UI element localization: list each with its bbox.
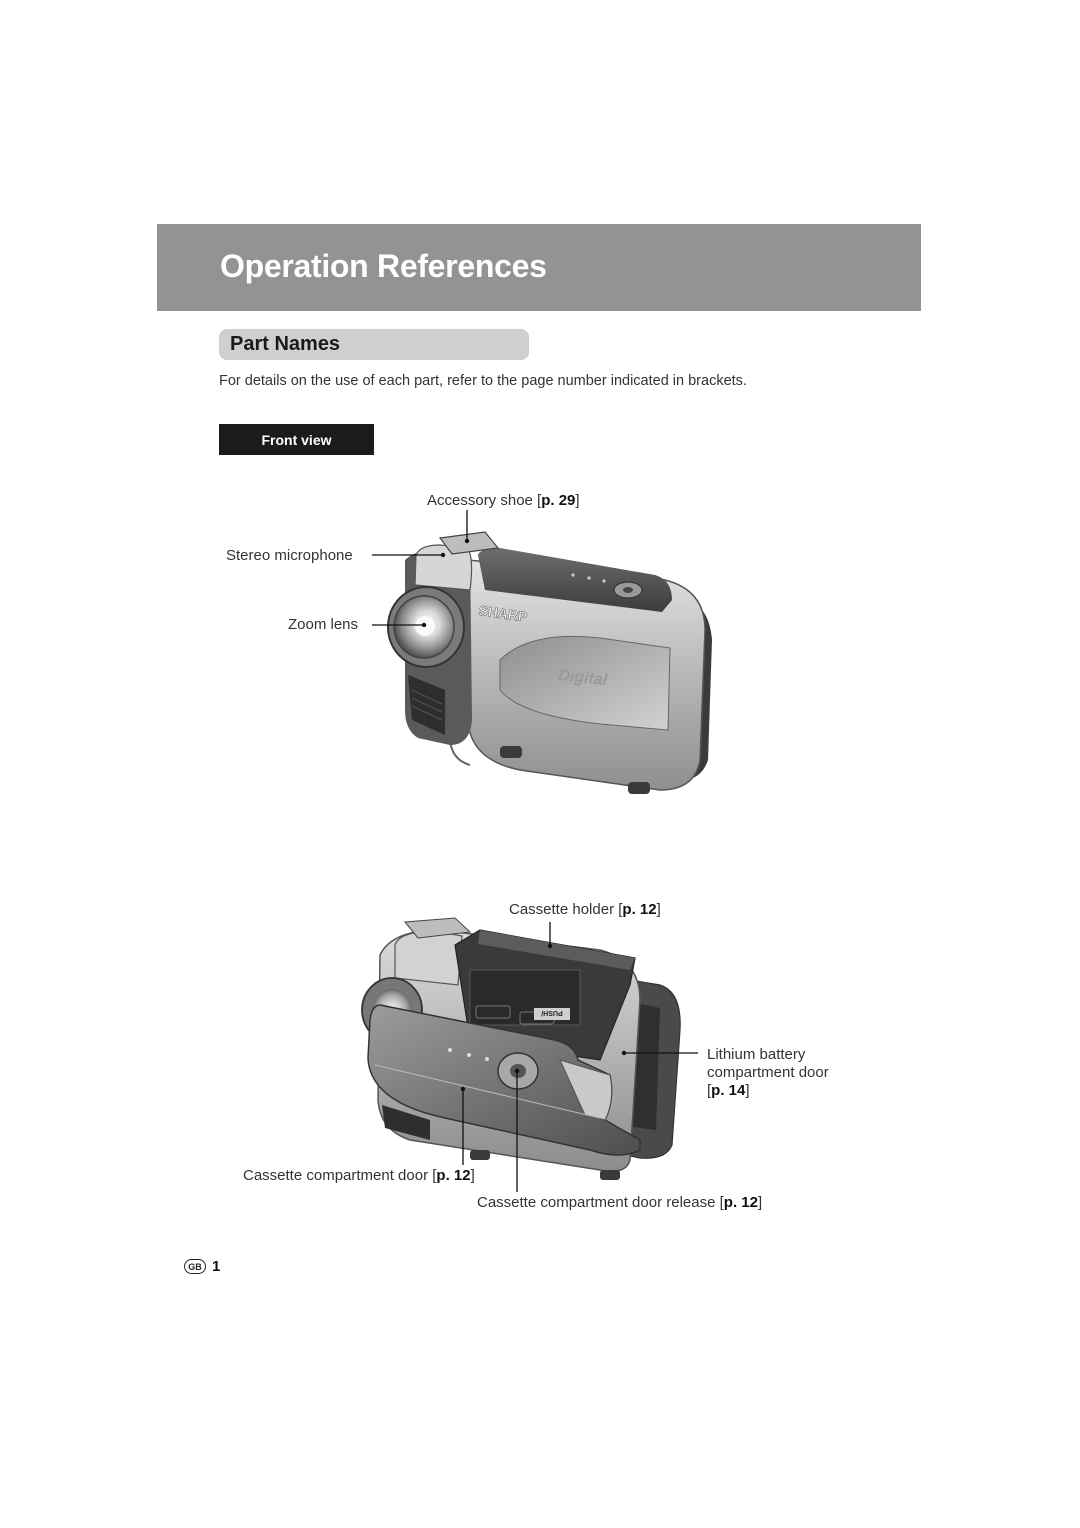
- label-text: Cassette compartment door [: [243, 1167, 437, 1184]
- label-stereo-microphone: Stereo microphone: [226, 547, 353, 564]
- bracket-close: ]: [575, 492, 580, 509]
- page-footer: GB 1: [184, 1258, 220, 1275]
- push-label-text: PUSH/: [541, 1009, 562, 1016]
- label-text: Cassette compartment door release [: [477, 1194, 724, 1211]
- label-accessory-shoe: Accessory shoe [p. 29]: [427, 492, 580, 510]
- intro-text: For details on the use of each part, ref…: [219, 373, 747, 389]
- label-door-release: Cassette compartment door release [p. 12…: [477, 1194, 762, 1212]
- label-text: Cassette holder [: [509, 901, 623, 918]
- page-ref: p. 12: [622, 901, 657, 918]
- page-ref: p. 14: [711, 1082, 746, 1099]
- bracket-open: [: [707, 1082, 712, 1099]
- camcorder-open-illustration: PUSH/: [361, 917, 698, 1192]
- label-battery-line1: Lithium battery: [707, 1046, 806, 1063]
- page-title: Operation References: [220, 248, 547, 284]
- label-cassette-holder: Cassette holder [p. 12]: [509, 901, 661, 919]
- section-title: Part Names: [230, 333, 341, 355]
- bracket-close: ]: [745, 1082, 750, 1099]
- bracket-close: ]: [757, 1194, 763, 1211]
- section-heading-pill: Part Names: [219, 329, 529, 360]
- page-ref: p. 12: [436, 1167, 471, 1184]
- region-badge: GB: [184, 1259, 206, 1274]
- label-text: Accessory shoe [: [427, 492, 542, 509]
- bracket-close: ]: [656, 901, 661, 918]
- label-zoom-lens: Zoom lens: [288, 616, 359, 633]
- label-cassette-door: Cassette compartment door [p. 12]: [243, 1167, 475, 1185]
- brand-logo-text: SHARP: [478, 602, 529, 625]
- label-battery-line2: compartment door: [707, 1064, 829, 1081]
- camcorder-front-illustration: SHARP Digital: [372, 510, 712, 794]
- label-battery-ref: [p. 14]: [707, 1082, 750, 1100]
- page-ref: p. 12: [723, 1194, 758, 1211]
- page-ref: p. 29: [541, 492, 576, 509]
- header-banner: Operation References: [157, 224, 921, 311]
- digital-text: Digital: [558, 667, 609, 689]
- page-number: 1: [212, 1258, 221, 1275]
- front-view-tag: Front view: [219, 424, 374, 455]
- bracket-close: ]: [470, 1167, 475, 1184]
